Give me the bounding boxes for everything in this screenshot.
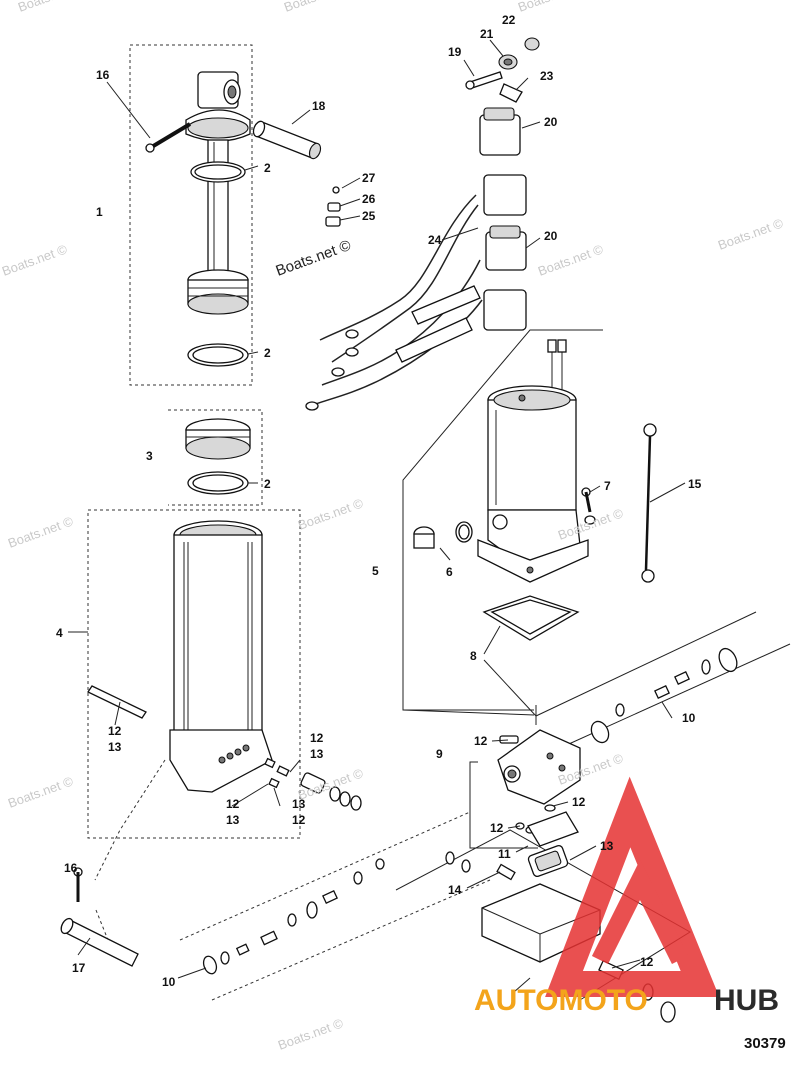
callout-label: 11 [498,847,511,861]
callout-label: 13 [310,747,324,761]
callout-label: 2 [264,161,271,175]
bolt-16-top [145,122,192,153]
callout-label: 26 [362,192,376,206]
callout-label: 3 [146,449,153,463]
kit-10-lower [179,811,491,1001]
watermark-faint: Boats.net © [276,1015,346,1053]
kit-10-upper [535,611,791,749]
callout-label: 12 [226,797,240,811]
callout-label: 13 [226,813,240,827]
callout-label: 23 [540,69,554,83]
callout-label: 1 [96,205,103,219]
assembly-1-ram [129,44,253,386]
valve-body-9 [469,729,581,849]
callout-label: 20 [544,115,558,129]
automotohub-logo-mark [545,776,720,997]
callout-label: 2 [264,346,271,360]
watermark-faint: Boats.net © [516,0,586,15]
bolt-16-bottom [73,867,83,902]
callout-label: 12 [640,955,654,969]
brand-wordmark-left: AUTOMOTO [474,984,648,1017]
callout-label: 4 [56,626,63,640]
callout-label: 18 [312,99,326,113]
motor-assembly-5 [402,329,603,725]
strap-15 [641,423,657,583]
pin-17 [60,917,139,967]
callout-label: 13 [292,797,306,811]
watermark-faint: Boats.net © [0,241,69,279]
brand-wordmark-right: HUB [714,984,779,1017]
callout-label: 17 [72,961,86,975]
callout-label: 10 [682,711,696,725]
solenoid-assembly [305,37,540,411]
callout-label: 12 [490,821,504,835]
callout-label: 27 [362,171,376,185]
callout-label: 2 [264,477,271,491]
callout-label: 21 [480,27,494,41]
callout-label: 16 [96,68,110,82]
callout-label: 15 [688,477,702,491]
callout-label: 25 [362,209,376,223]
callout-label: 6 [446,565,453,579]
callout-label: 8 [470,649,477,663]
callout-label: 12 [292,813,306,827]
assembly-3-piston-kit [168,409,263,506]
leader-lines [68,39,686,993]
callout-label: 19 [448,45,462,59]
figure-number: 30379 [744,1035,786,1052]
callout-label: 10 [162,975,176,989]
callout-label: 20 [544,229,558,243]
callout-label: 16 [64,861,78,875]
callout-label: 13 [108,740,122,754]
callout-label: 14 [448,883,462,897]
watermark-faint: Boats.net © [296,495,366,533]
callout-label: 12 [572,795,586,809]
callout-label: 9 [436,747,443,761]
pin-18 [252,120,322,160]
callout-label: 5 [372,564,379,578]
callout-label: 12 [474,734,488,748]
watermark-faint: Boats.net © [282,0,352,15]
callout-label: 7 [604,479,611,493]
watermark-faint: Boats.net © [6,773,76,811]
watermark-faint: Boats.net © [6,513,76,551]
callout-label: 24 [428,233,442,247]
callout-label: 12 [108,724,122,738]
watermark-faint: Boats.net © [716,215,786,253]
watermark-main: Boats.net © [274,237,354,280]
callout-label: 22 [502,13,516,27]
callout-label: 13 [600,839,614,853]
callout-label: 12 [310,731,324,745]
assembly-4-cylinder-body [87,509,362,839]
watermark-faint: Boats.net © [16,0,86,15]
watermark-faint: Boats.net © [536,241,606,279]
